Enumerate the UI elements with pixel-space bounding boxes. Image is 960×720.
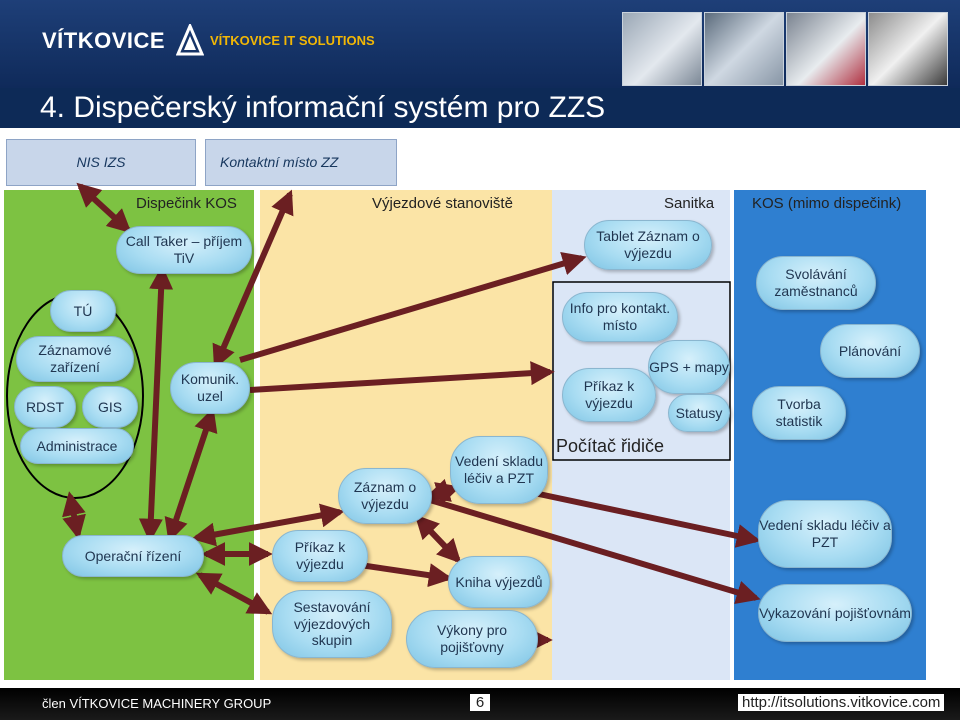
arrow-nis-calltaker (76, 182, 132, 234)
administrace-node: Administrace (20, 428, 134, 464)
arrow-zaznam-vedeni (425, 478, 461, 506)
arrow-calltaker-operacni (138, 265, 174, 543)
arrow-zaznam-kniha (414, 514, 462, 564)
page-title: 4. Dispečerský informační systém pro ZZS (40, 91, 606, 124)
dispecink-title: Dispečink KOS (136, 195, 237, 212)
planovani-node: Plánování (820, 324, 920, 378)
tvorba-statistik-node: Tvorba statistik (752, 386, 846, 440)
pocitac-ridice-label: Počítač řidiče (556, 436, 665, 456)
page-number: 6 (470, 694, 490, 711)
arrow-vedeni-kos (519, 487, 761, 548)
nis-izs-box: NIS IZS (6, 139, 196, 186)
zaznamove-zarizeni-node: Záznamové zařízení (16, 336, 134, 382)
komunik-uzel-node: Komunik. uzel (170, 362, 250, 414)
kniha-vyjezdu-node: Kniha výjezdů (448, 556, 550, 608)
arrow-operacni-sestavovani (195, 572, 273, 615)
info-kontakt-node: Info pro kontakt. místo (562, 292, 678, 342)
tu-node: TÚ (50, 290, 116, 332)
arrow-komunik-operacni (164, 407, 218, 543)
prikaz-sanitka-node: Příkaz k výjezdu (562, 368, 656, 422)
gps-mapy-node: GPS + mapy (648, 340, 730, 394)
rdst-node: RDST (14, 386, 76, 428)
kontaktni-misto-box: Kontaktní místo ZZ (205, 139, 397, 186)
svolavani-node: Svolávání zaměstnanců (756, 256, 876, 310)
footer-url[interactable]: http://itsolutions.vitkovice.com (738, 694, 945, 711)
kos-title: KOS (mimo dispečink) (752, 195, 902, 212)
arrow-komunik-pocitac (249, 361, 555, 393)
logo-emblem-icon (175, 22, 205, 56)
statusy-node: Statusy (668, 394, 730, 432)
company-logo-subtitle: VÍTKOVICE IT SOLUTIONS (210, 33, 375, 48)
header-photo-technician (786, 12, 866, 86)
arrow-operacni-zaznam (191, 503, 345, 547)
prikaz-k-vyjezdu-node: Příkaz k výjezdu (272, 530, 368, 582)
vykony-pro-pojistovny-node: Výkony pro pojišťovny (406, 610, 538, 668)
vyjezdove-title: Výjezdové stanoviště (372, 195, 513, 212)
arrow-prikaz-kniha (359, 562, 453, 588)
vedeni-skladu-node: Vedení skladu léčiv a PZT (450, 436, 548, 504)
sanitka-title: Sanitka (664, 195, 715, 212)
header-photo-laptop (868, 12, 948, 86)
arrow-komunik-tablet (239, 251, 587, 363)
title-bar (0, 88, 960, 128)
vedeni-skladu-kos-node: Vedení skladu léčiv a PZT (758, 500, 892, 568)
operacni-rizeni-node: Operační řízení (62, 535, 204, 577)
tablet-zaznam-node: Tablet Záznam o výjezdu (584, 220, 712, 270)
footer-group-text: člen VÍTKOVICE MACHINERY GROUP (42, 696, 272, 711)
company-logo: VÍTKOVICE (42, 28, 166, 53)
gis-node: GIS (82, 386, 138, 428)
header-photo-datacenter (704, 12, 784, 86)
sestavovani-skupin-node: Sestavování výjezdových skupin (272, 590, 392, 658)
header-photo-server (622, 12, 702, 86)
arrow-kontakt-komunik (212, 189, 294, 370)
zaznam-o-vyjezdu-node: Záznam o výjezdu (338, 468, 432, 524)
call-taker-node: Call Taker – příjem TiV (116, 226, 252, 274)
vykazovani-pojistovnam-node: Vykazování pojišťovnám (758, 584, 912, 642)
arrow-zaznam-vykazovani (429, 497, 761, 604)
arrow-admin-operacni (62, 491, 86, 540)
